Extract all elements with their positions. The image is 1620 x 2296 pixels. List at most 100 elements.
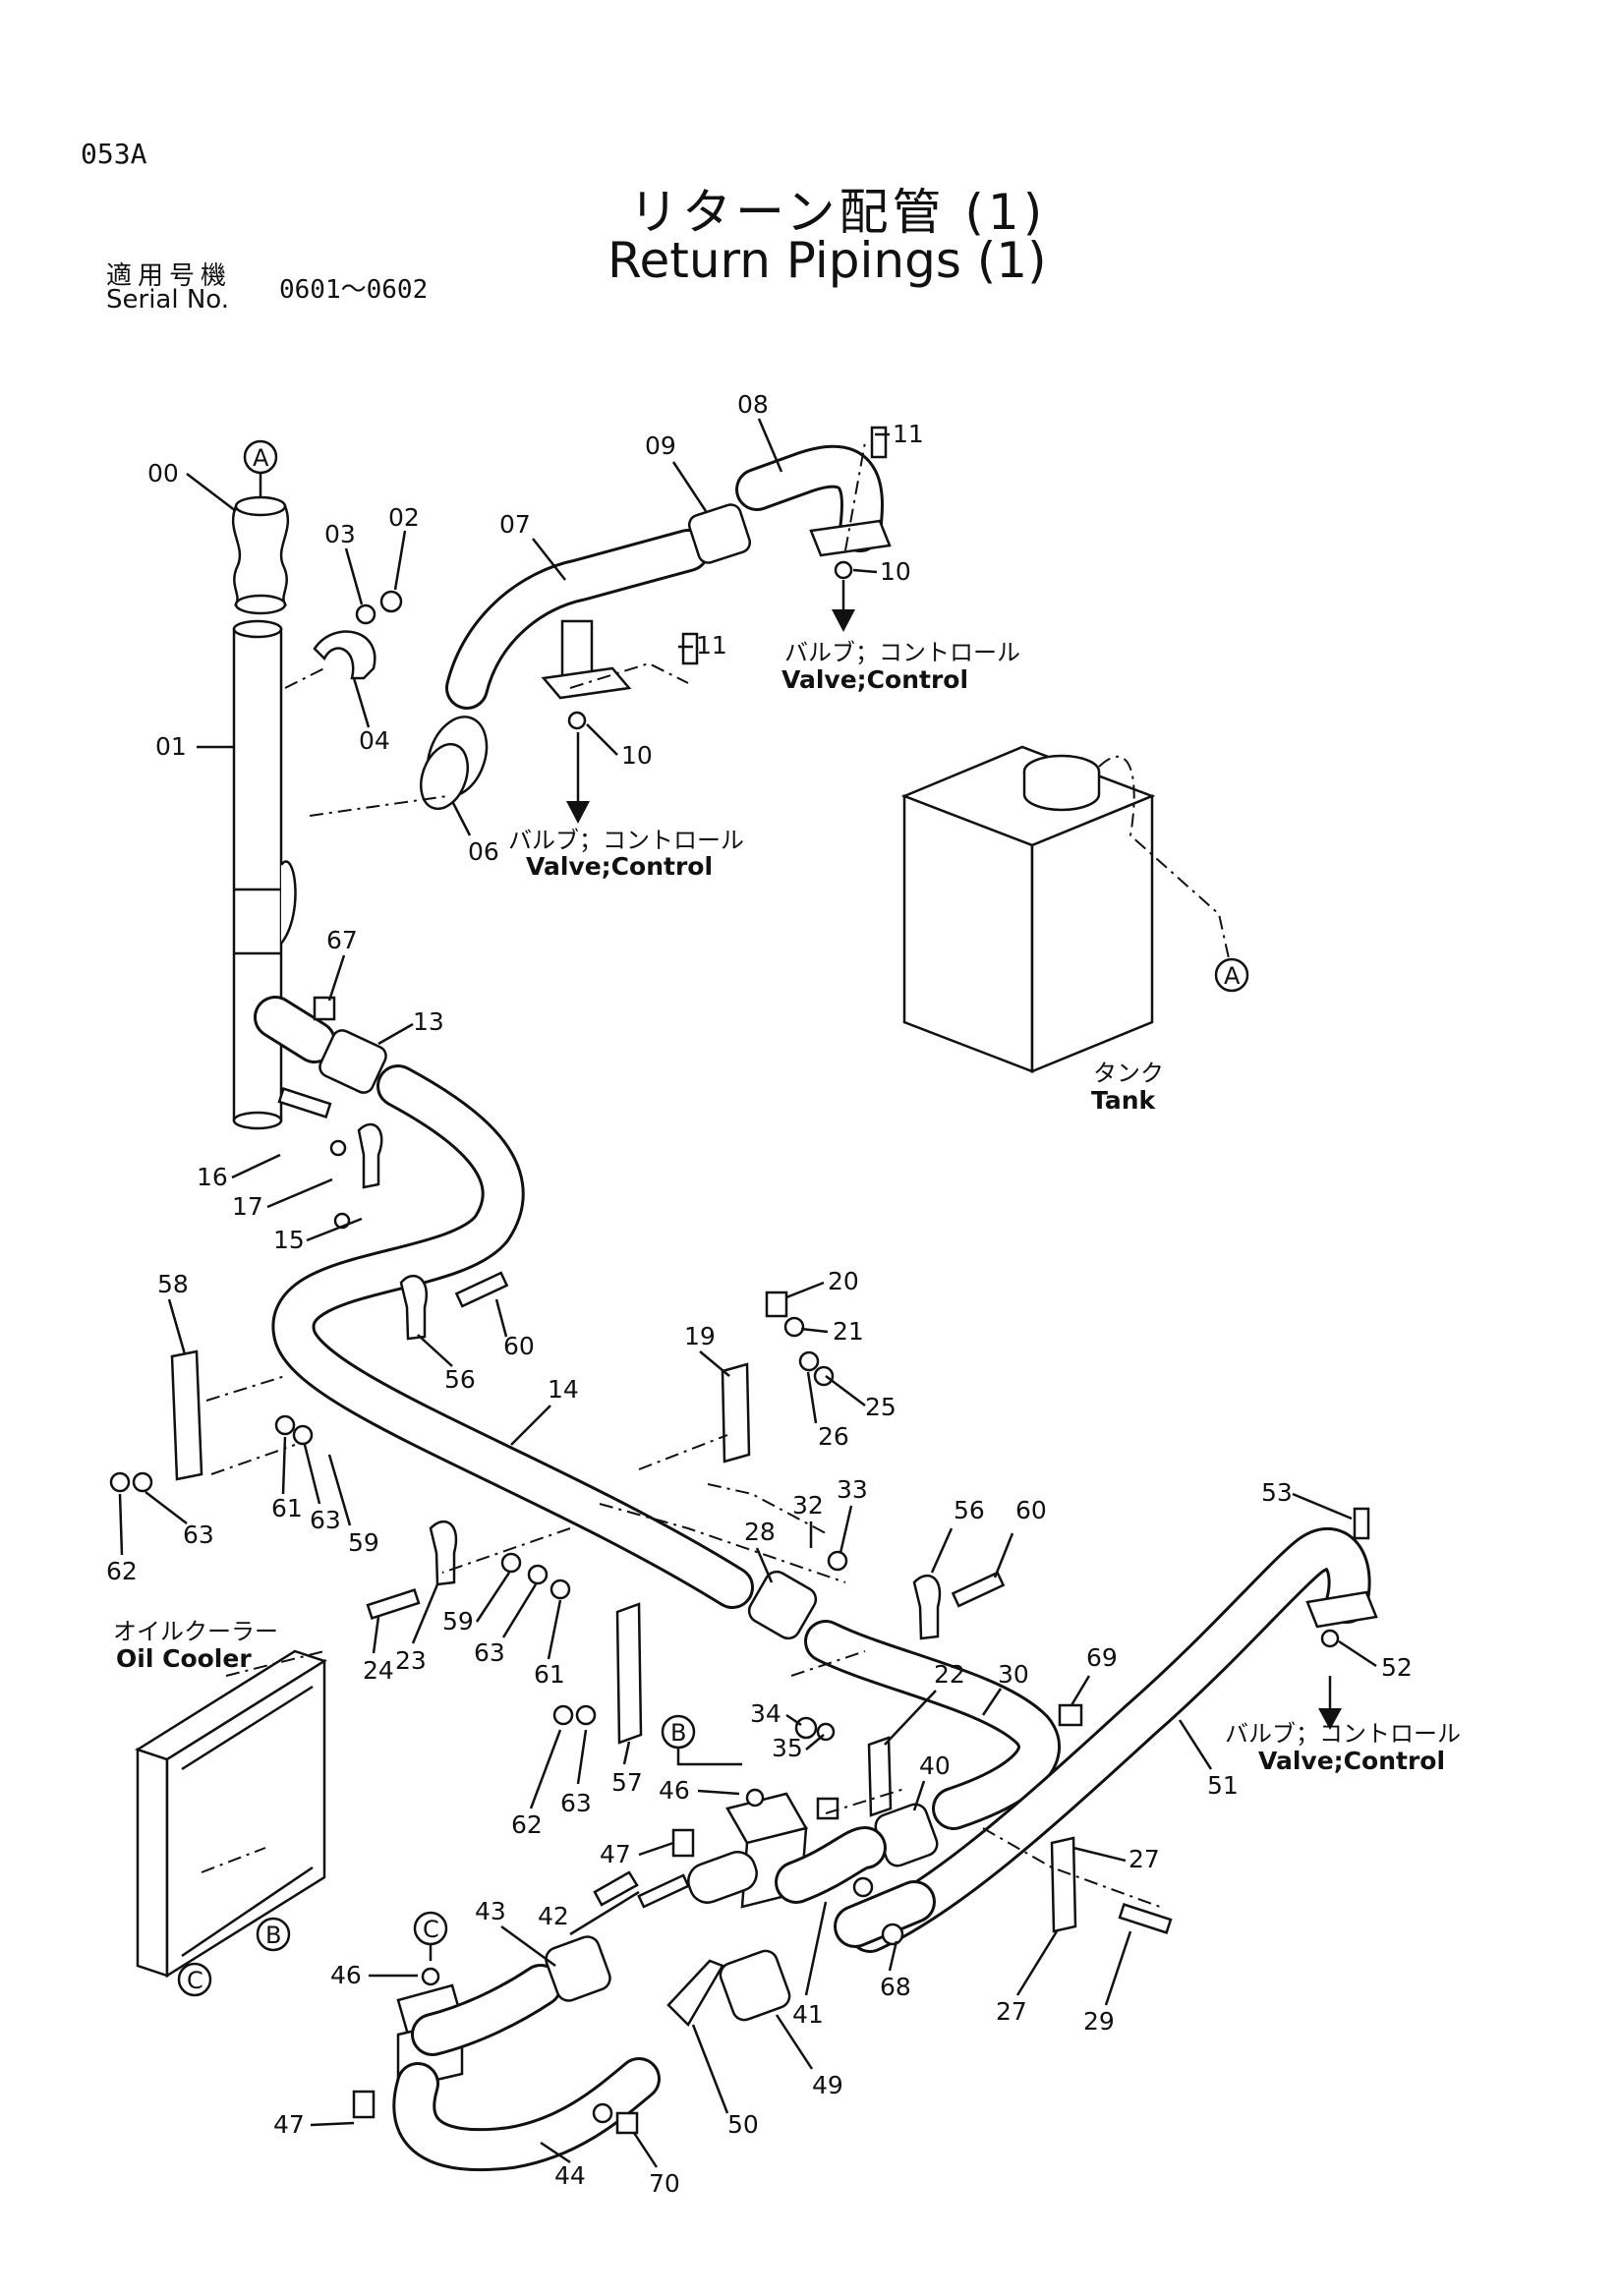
part-label-43: 43 [475, 1897, 506, 1925]
bracket-19-drawing [721, 1362, 751, 1464]
part-label-15: 15 [273, 1226, 305, 1254]
part-label-60: 60 [503, 1332, 535, 1360]
part-label-50: 50 [727, 2110, 759, 2139]
part-label-24: 24 [363, 1656, 394, 1685]
valve-arrow-left [566, 732, 590, 824]
part-label-21: 21 [833, 1317, 864, 1346]
part-label-22: 22 [934, 1660, 965, 1689]
part-label-57: 57 [611, 1768, 643, 1797]
part-label-70: 70 [649, 2169, 680, 2198]
part-label-56: 56 [444, 1365, 476, 1394]
oil-cooler-caption: Oil Cooler [116, 1644, 252, 1673]
part-label-32: 32 [792, 1491, 824, 1520]
part-label-49: 49 [812, 2071, 843, 2099]
part-label-41: 41 [792, 2000, 824, 2029]
svg-text:A: A [253, 444, 269, 472]
clamp-56-drawing [399, 1274, 428, 1341]
part-label-60b: 60 [1015, 1496, 1047, 1524]
part-label-40: 40 [919, 1751, 951, 1780]
valve-arrow-right [1318, 1676, 1342, 1730]
tank-drawing [900, 745, 1230, 1073]
hose-09-drawing [687, 503, 752, 564]
part-label-10: 10 [621, 741, 653, 770]
part-labels: 00 02 03 04 01 06 07 08 09 11 11 10 10 6… [106, 390, 1413, 2198]
part-label-11: 11 [696, 631, 727, 660]
oil-cooler-caption-jp: オイルクーラー [113, 1618, 278, 1645]
svg-text:B: B [670, 1719, 686, 1747]
fitting-block-lower [392, 1964, 661, 2172]
part-label-44: 44 [554, 2161, 586, 2190]
part-label-63d: 63 [560, 1789, 592, 1817]
part-label-04: 04 [359, 726, 390, 755]
clamp-23-drawing [429, 1520, 458, 1586]
serial-label: Serial No. [106, 285, 229, 315]
svg-text:B: B [265, 1922, 281, 1949]
valve-caption-right: Valve;Control [1258, 1747, 1445, 1775]
part-label-53: 53 [1261, 1478, 1293, 1507]
serial-range: 0601～0602 [279, 275, 429, 305]
svg-text:A: A [1224, 962, 1241, 990]
part-label-09: 09 [645, 431, 676, 460]
clamp-56b-drawing [912, 1574, 942, 1640]
ref-a-top: A [243, 439, 278, 496]
pipe-01-drawing [232, 619, 297, 1130]
part-label-13: 13 [413, 1007, 444, 1036]
hose-06-drawing [420, 716, 489, 811]
tank-caption-jp: タンク [1093, 1060, 1164, 1087]
part-label-61b: 61 [534, 1660, 565, 1689]
bracket-58-drawing [170, 1349, 203, 1481]
part-label-11-top: 11 [893, 420, 924, 448]
hardware-bolts [109, 426, 1370, 2135]
bracket-22-drawing [867, 1736, 893, 1817]
valve-arrow-top [832, 580, 855, 632]
part-label-61: 61 [271, 1494, 303, 1522]
part-label-46b: 46 [330, 1961, 362, 1989]
part-label-23: 23 [395, 1646, 427, 1675]
part-label-26: 26 [818, 1422, 849, 1451]
pipe-08-flange [809, 519, 892, 557]
svg-text:C: C [423, 1916, 439, 1943]
page-code: 053A [81, 138, 147, 170]
ref-c-cooler: C [177, 1962, 212, 1997]
part-label-35: 35 [772, 1734, 803, 1762]
part-label-30: 30 [998, 1660, 1029, 1689]
part-label-46: 46 [659, 1776, 690, 1805]
part-label-27: 27 [1128, 1845, 1160, 1873]
ref-c-lower: C [413, 1911, 448, 1961]
part-label-42: 42 [538, 1902, 569, 1930]
part-label-58: 58 [157, 1270, 189, 1298]
part-label-67: 67 [326, 926, 358, 954]
bracket-27-drawing [1050, 1836, 1077, 1933]
hose-13-drawing [318, 1029, 387, 1094]
part-label-00: 00 [147, 459, 179, 488]
ref-b-upper: B [661, 1714, 742, 1766]
clamp-04-drawing [313, 630, 376, 680]
part-label-03: 03 [324, 520, 356, 548]
part-label-08: 08 [737, 390, 769, 419]
part-label-51: 51 [1207, 1771, 1239, 1800]
page-title-japanese: リターン配管 (1) [629, 184, 1047, 241]
part-label-01: 01 [155, 732, 187, 761]
ref-a-tank: A [1214, 957, 1249, 993]
pipe-51-flange [1305, 1590, 1378, 1629]
part-label-56b: 56 [954, 1496, 985, 1524]
part-label-19: 19 [684, 1322, 716, 1350]
tank-caption: Tank [1091, 1086, 1156, 1115]
hose-00-drawing [231, 495, 290, 615]
part-label-62b: 62 [511, 1810, 543, 1839]
hose-28-drawing [747, 1570, 818, 1640]
hose-49-drawing [719, 1949, 791, 2022]
part-label-02: 02 [388, 503, 420, 532]
valve-caption-left: Valve;Control [526, 852, 713, 881]
hose-43-drawing [545, 1935, 611, 2002]
part-label-63c: 63 [474, 1638, 505, 1667]
bracket-57-drawing [615, 1602, 643, 1745]
ref-b-cooler: B [256, 1917, 291, 1952]
part-label-69: 69 [1086, 1643, 1118, 1672]
part-label-63: 63 [183, 1521, 214, 1549]
serial-label-japanese: 適用号機 [106, 261, 233, 291]
part-label-25: 25 [865, 1393, 897, 1421]
part-label-16: 16 [197, 1163, 228, 1191]
part-label-34: 34 [750, 1699, 781, 1728]
part-label-47: 47 [600, 1840, 631, 1868]
